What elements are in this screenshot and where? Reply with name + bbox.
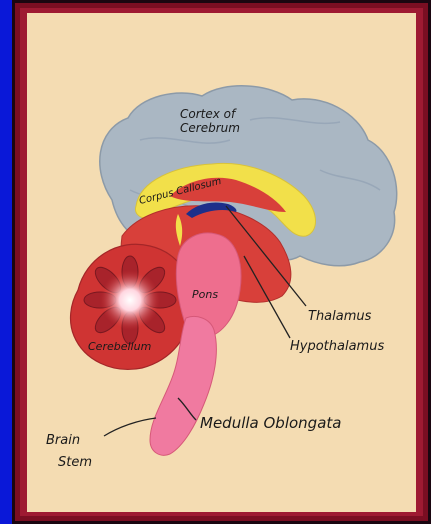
- cerebellum-center-glow: [100, 270, 160, 330]
- cortex-label-line1: Cortex of: [180, 107, 237, 121]
- cerebellum-label: Cerebellum: [88, 340, 151, 353]
- pons-label: Pons: [192, 288, 218, 301]
- cortex-label-line2: Cerebrum: [180, 121, 240, 135]
- brain-stem-label-line1: Brain: [46, 433, 80, 448]
- medulla-label: Medulla Oblongata: [200, 414, 341, 432]
- hypothalamus-label: Hypothalamus: [290, 339, 384, 354]
- brain-stem-leader-line: [104, 418, 156, 436]
- brain-stem-label-line2: Stem: [58, 455, 92, 470]
- thalamus-label: Thalamus: [308, 309, 372, 324]
